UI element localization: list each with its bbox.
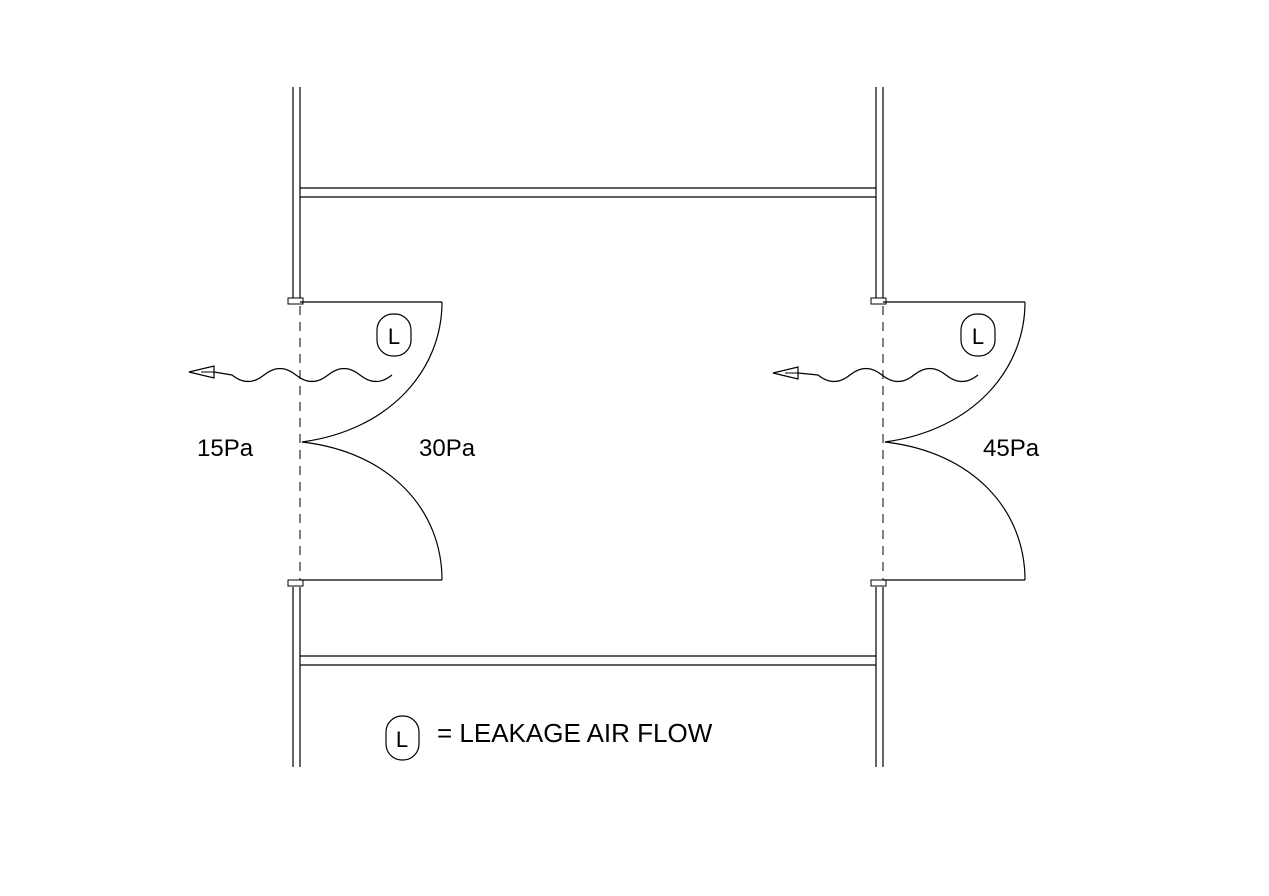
left-leakage-badge-letter: L bbox=[388, 324, 400, 349]
legend-text: = LEAKAGE AIR FLOW bbox=[437, 718, 713, 748]
pressure-label-left-outside: 15Pa bbox=[197, 435, 254, 462]
legend: L = LEAKAGE AIR FLOW bbox=[385, 715, 713, 761]
left-leakage-arrow bbox=[188, 365, 393, 383]
left-leakage-badge: L bbox=[376, 313, 412, 357]
bottom-cross-wall bbox=[300, 655, 876, 666]
right-double-door bbox=[882, 301, 1026, 581]
right-door-jamb-top bbox=[870, 297, 887, 305]
pressure-label-middle-space: 30Pa bbox=[419, 435, 476, 462]
right-leakage-badge: L bbox=[960, 313, 996, 357]
right-door-upper-swing-arc bbox=[884, 301, 1026, 443]
left-door-jamb-top bbox=[287, 297, 304, 305]
left-double-door bbox=[299, 301, 443, 581]
left-wall bbox=[287, 87, 304, 767]
right-door-lower-swing-arc bbox=[884, 441, 1026, 581]
legend-symbol-letter: L bbox=[396, 727, 408, 752]
top-cross-wall bbox=[300, 187, 876, 198]
left-door-jamb-bottom bbox=[287, 579, 304, 587]
right-leakage-badge-letter: L bbox=[972, 324, 984, 349]
left-door-lower-swing-arc bbox=[301, 441, 443, 581]
left-door-upper-swing-arc bbox=[301, 301, 443, 443]
legend-symbol-badge bbox=[385, 715, 420, 761]
right-door-jamb-bottom bbox=[870, 579, 887, 587]
right-leakage-arrow bbox=[772, 366, 979, 383]
right-wall bbox=[870, 87, 887, 767]
pressure-label-right-space: 45Pa bbox=[983, 435, 1040, 462]
